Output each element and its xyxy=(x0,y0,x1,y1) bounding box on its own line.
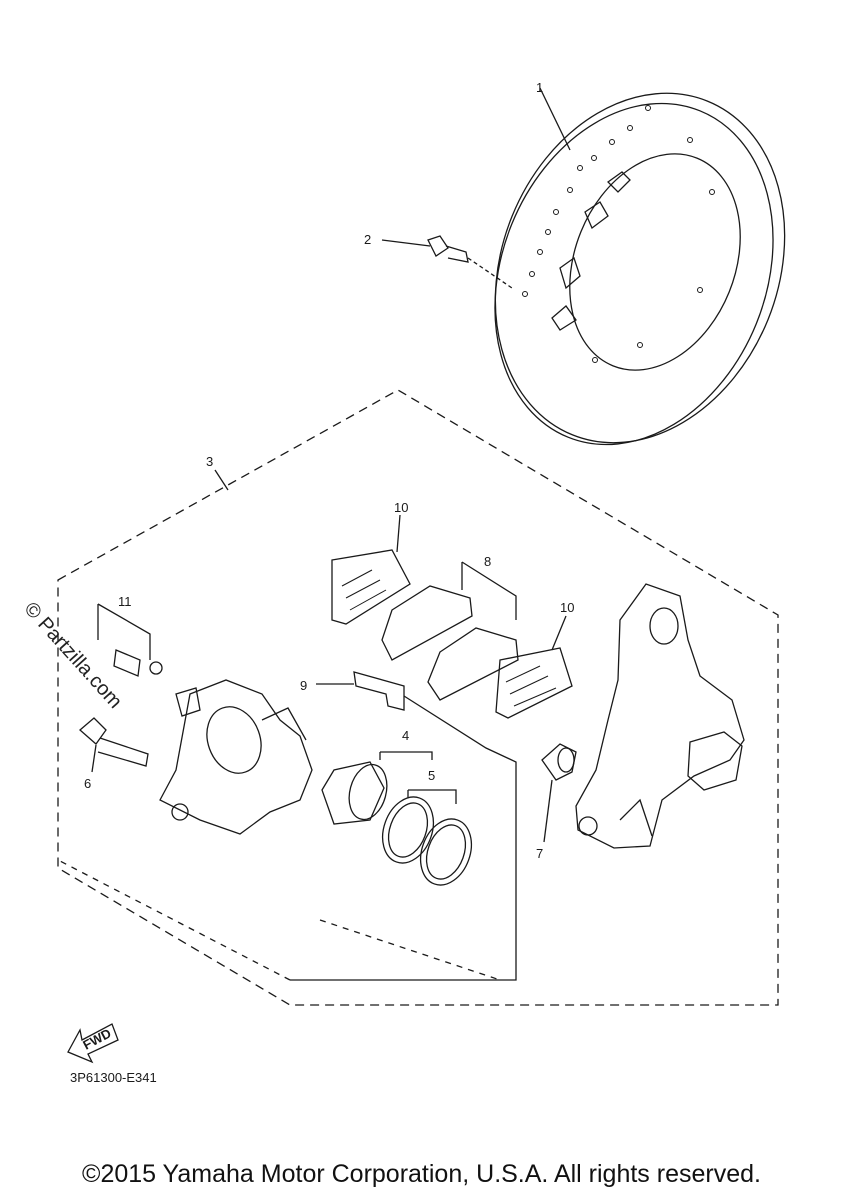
leader-10a xyxy=(396,514,401,553)
callout-5: 5 xyxy=(428,768,435,783)
bracket-8 xyxy=(461,561,517,620)
caliper-pin-bolt xyxy=(79,717,149,773)
leader-2 xyxy=(381,239,431,247)
copyright-notice: ©2015 Yamaha Motor Corporation, U.S.A. A… xyxy=(82,1160,761,1188)
diagram-code: 3P61300-E341 xyxy=(70,1070,157,1085)
leader-1 xyxy=(539,87,571,151)
callout-4: 4 xyxy=(402,728,409,743)
fwd-arrow-icon: FWD xyxy=(67,1023,119,1064)
callout-10b: 10 xyxy=(560,600,574,615)
callout-6: 6 xyxy=(84,776,91,791)
callout-11: 11 xyxy=(118,594,132,609)
caliper-body xyxy=(159,679,313,835)
leader-3 xyxy=(214,469,229,491)
pad-shim-right xyxy=(495,647,573,719)
callout-10a: 10 xyxy=(394,500,408,515)
bracket-4 xyxy=(379,751,433,760)
piston-seals xyxy=(381,796,473,886)
brake-disc xyxy=(494,87,786,446)
caliper-piston xyxy=(321,761,388,825)
callout-2: 2 xyxy=(364,232,371,247)
pad-spring xyxy=(353,671,405,711)
bleed-screw xyxy=(113,649,163,677)
leader-6 xyxy=(91,744,97,773)
disc-bolt xyxy=(381,235,513,289)
callout-1: 1 xyxy=(536,80,543,95)
pad-shim-left xyxy=(331,549,411,625)
leader-10b xyxy=(551,615,567,651)
callout-9: 9 xyxy=(300,678,307,693)
callout-3: 3 xyxy=(206,454,213,469)
callout-8: 8 xyxy=(484,554,491,569)
caliper-boot xyxy=(541,743,577,843)
caliper-bracket xyxy=(575,583,745,849)
brake-pad-1 xyxy=(381,585,473,661)
callout-7: 7 xyxy=(536,846,543,861)
bracket-11 xyxy=(97,603,151,660)
leader-7 xyxy=(543,779,553,843)
brake-pad-2 xyxy=(427,627,519,701)
caliper-assembly-boundary xyxy=(57,389,779,1006)
bracket-5 xyxy=(407,789,457,804)
